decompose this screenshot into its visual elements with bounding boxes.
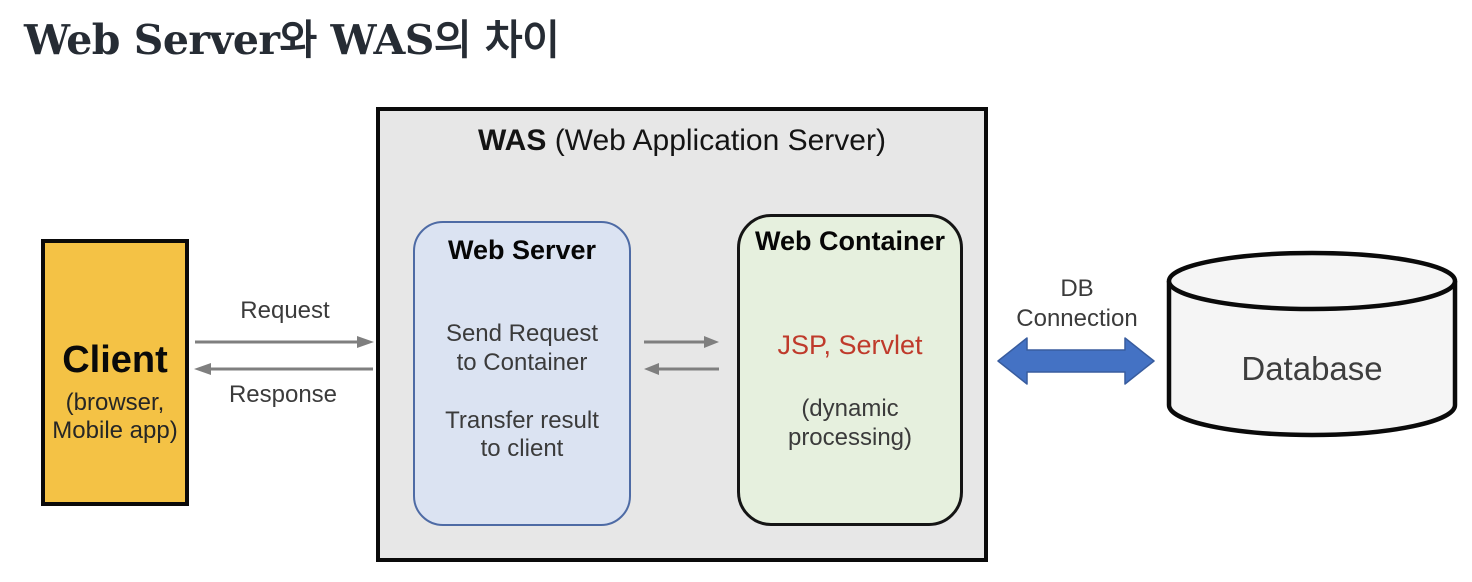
web-server-title: Web Server bbox=[447, 235, 597, 265]
container-to-server-arrow-icon bbox=[644, 363, 719, 375]
web-server-box: Web Server Send Request to Container Tra… bbox=[413, 221, 631, 526]
request-arrow-icon bbox=[195, 336, 374, 348]
request-label: Request bbox=[240, 297, 330, 324]
web-container-box: Web Container JSP, Servlet (dynamic proc… bbox=[737, 214, 963, 526]
web-container-note: (dynamic processing) bbox=[787, 395, 913, 452]
response-label: Response bbox=[228, 381, 338, 408]
client-box-subtitle: (browser, Mobile app) bbox=[52, 389, 178, 444]
database-cylinder-icon bbox=[1166, 250, 1458, 438]
page-title: Web Server와 WAS의 차이 bbox=[24, 16, 560, 64]
web-server-body-1: Send Request to Container bbox=[445, 320, 599, 376]
web-container-title: Web Container bbox=[754, 226, 945, 256]
was-box-title: WAS (Web Application Server) bbox=[376, 124, 988, 158]
was-title-acronym: WAS bbox=[478, 124, 547, 157]
web-container-jsp-servlet: JSP, Servlet bbox=[777, 330, 923, 361]
db-connection-arrow-icon bbox=[997, 337, 1155, 385]
db-connection-label: DB Connection bbox=[1016, 275, 1138, 332]
web-server-body-2: Transfer result to client bbox=[445, 406, 599, 463]
client-box-title: Client bbox=[62, 339, 168, 381]
client-box: Client (browser, Mobile app) bbox=[41, 239, 189, 506]
database-label: Database bbox=[1241, 350, 1383, 387]
response-arrow-icon bbox=[194, 363, 373, 375]
was-title-expansion: (Web Application Server) bbox=[546, 124, 886, 157]
server-to-container-arrow-icon bbox=[644, 336, 719, 348]
